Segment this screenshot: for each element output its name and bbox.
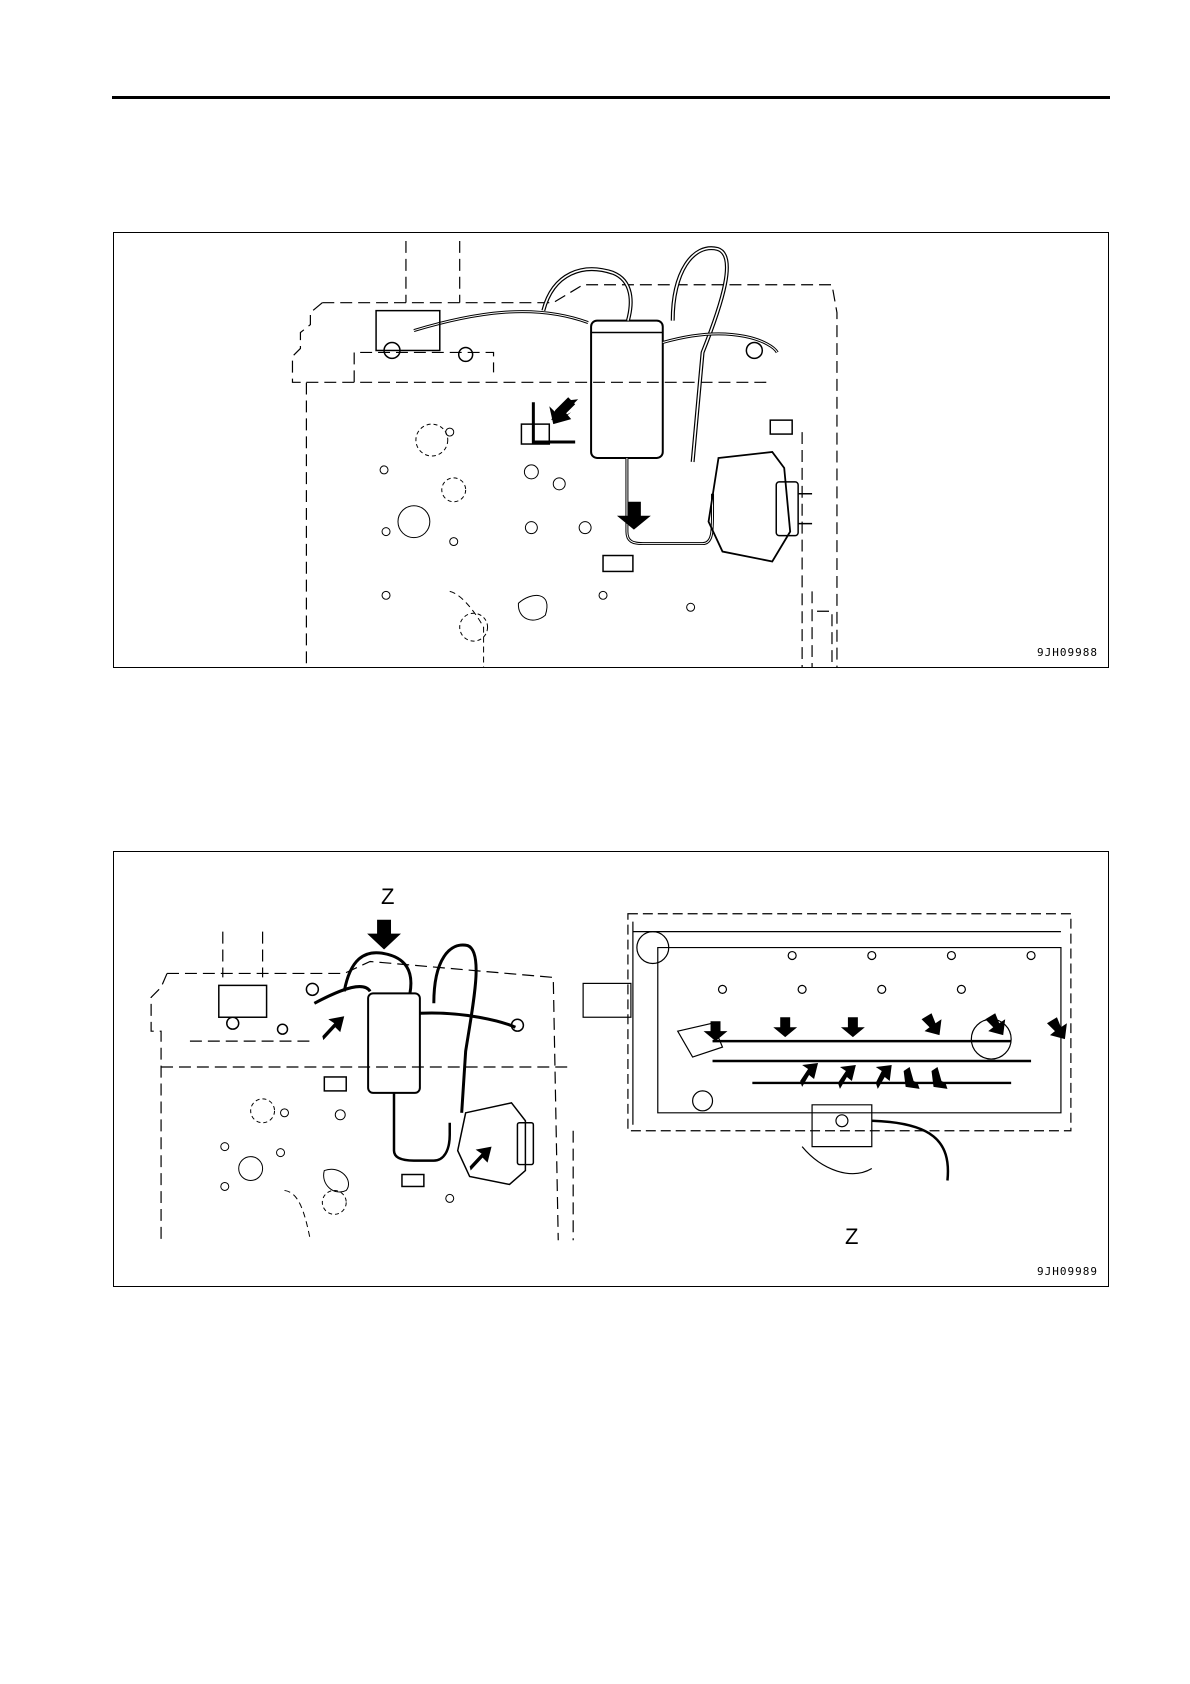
view-label-z-top: Z <box>381 884 394 910</box>
engine-fuel-line-illustration-1 <box>114 233 1108 667</box>
engine-fuel-line-illustration-2 <box>114 852 1108 1286</box>
header-rule <box>112 96 1110 99</box>
figure-fuel-system-top: 9JH09988 <box>113 232 1109 668</box>
figure-fuel-system-front-and-top: Z Z 9JH09989 <box>113 851 1109 1287</box>
figure-code: 9JH09989 <box>1037 1265 1098 1278</box>
figure-code: 9JH09988 <box>1037 646 1098 659</box>
view-label-z-bottom: Z <box>845 1224 858 1250</box>
